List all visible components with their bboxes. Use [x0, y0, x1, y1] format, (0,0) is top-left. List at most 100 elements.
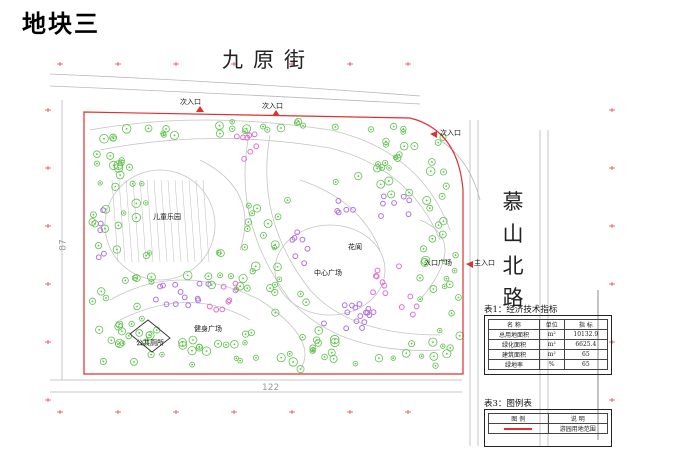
hatch-line: [202, 179, 210, 263]
table1-header-cell: 单位: [538, 319, 565, 330]
tree-trunk: [378, 357, 380, 360]
tree-trunk: [441, 233, 444, 236]
tree-symbol: [266, 284, 275, 293]
tree-trunk: [273, 246, 276, 249]
flower-symbol: [380, 193, 387, 200]
tree-trunk: [134, 276, 136, 279]
tree-trunk: [117, 166, 120, 169]
tree-symbol: [243, 284, 251, 292]
flower-symbol: [194, 295, 201, 302]
flower-symbol: [299, 236, 306, 243]
tree-trunk: [274, 283, 276, 286]
tree-symbol: [314, 339, 322, 347]
table-cell: m²: [538, 329, 565, 340]
label-public-toilet: 公共厕所: [136, 339, 164, 347]
tree-canopy: [100, 224, 110, 233]
flower-symbol: [100, 250, 107, 257]
tree-trunk: [162, 132, 165, 135]
tree-trunk: [239, 359, 242, 362]
tree-symbol: [139, 181, 145, 187]
tree-trunk: [262, 234, 265, 237]
tree-symbol: [229, 125, 236, 132]
table-cell: %: [538, 359, 565, 370]
tree-symbol: [233, 355, 239, 361]
tree-symbol: [296, 365, 305, 374]
tree-symbol: [376, 179, 386, 189]
tree-trunk: [422, 247, 425, 250]
tree-trunk: [198, 346, 201, 349]
legend-symbol-cell: [488, 423, 549, 434]
table-row: 总用地面积 m² 10132.9: [488, 329, 609, 340]
tree-trunk: [333, 338, 336, 341]
label-fitness-plaza: 健身广场: [194, 325, 222, 333]
tree-trunk: [256, 207, 258, 210]
tree-canopy: [440, 343, 446, 349]
tree-trunk: [150, 280, 153, 283]
tree-canopy: [373, 164, 382, 173]
tree-trunk: [419, 298, 422, 301]
hatch-line: [125, 179, 133, 263]
flower-symbol: [304, 245, 311, 252]
tree-canopy: [434, 221, 443, 229]
tree-trunk: [210, 284, 213, 286]
tree-canopy: [233, 355, 239, 361]
tree-trunk: [162, 133, 165, 136]
flower-symbol: [406, 197, 413, 204]
tree-canopy: [330, 334, 340, 345]
tree-canopy: [410, 142, 419, 151]
hatch-line: [153, 179, 161, 263]
flower-symbol: [247, 148, 254, 155]
tree-canopy: [241, 243, 249, 251]
tree-trunk: [301, 336, 304, 339]
page-title: 地块三: [22, 10, 100, 38]
tree-canopy: [438, 192, 446, 200]
tree-symbol: [128, 320, 135, 328]
tree-canopy: [233, 286, 240, 292]
tree-trunk: [98, 328, 101, 331]
tree-symbol: [260, 123, 266, 130]
tree-symbol: [97, 287, 106, 296]
table1-header-row: 名 称 单位 指 标: [488, 319, 609, 330]
tree-trunk: [118, 323, 121, 326]
flower-symbol: [400, 193, 407, 200]
tree-trunk: [130, 323, 133, 325]
label-children-playground: 儿童乐园: [153, 213, 181, 221]
tree-canopy: [227, 273, 234, 280]
tree-symbol: [288, 357, 298, 367]
label-secondary-entrance-2: 次入口: [262, 102, 283, 110]
tree-trunk: [330, 351, 333, 354]
tree-canopy: [229, 119, 235, 125]
tree-canopy: [448, 310, 455, 317]
tree-symbol: [146, 250, 153, 256]
table1-caption: 表1：经济技术指标: [484, 305, 558, 315]
flower-symbol: [185, 302, 192, 309]
tree-trunk: [135, 202, 138, 205]
tree-symbol: [429, 285, 438, 293]
flower-symbol: [359, 325, 365, 331]
tree-trunk: [442, 171, 445, 173]
tree-symbol: [405, 188, 414, 197]
tree-canopy: [243, 284, 251, 292]
road-lines: [49, 73, 549, 446]
tree-symbol: [227, 273, 234, 280]
tree-symbol: [189, 361, 195, 368]
tree-trunk: [405, 352, 408, 355]
tree-canopy: [125, 163, 133, 171]
tree-trunk: [376, 167, 379, 170]
tree-trunk: [332, 357, 335, 360]
flower-symbol: [241, 155, 248, 162]
tree-canopy: [393, 154, 402, 162]
tree-trunk: [109, 155, 112, 157]
tree-trunk: [217, 342, 219, 345]
tree-canopy: [299, 334, 306, 341]
tree-canopy: [382, 159, 389, 166]
tree-symbol: [302, 298, 310, 306]
tree-canopy: [440, 168, 448, 176]
playground-hatch: [111, 179, 210, 263]
tree-symbol: [330, 334, 340, 345]
flower-symbol: [370, 309, 377, 316]
flower-symbol: [196, 280, 203, 287]
tree-trunk: [448, 283, 451, 286]
tree-canopy: [121, 124, 132, 134]
tree-trunk: [384, 161, 387, 164]
